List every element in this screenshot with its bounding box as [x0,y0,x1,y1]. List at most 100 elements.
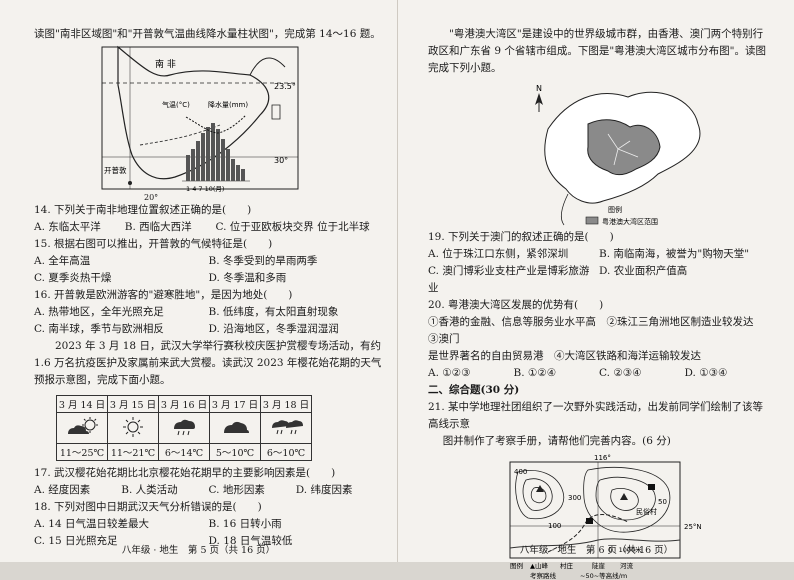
question-17: 17. 武汉樱花始花期比北京樱花始花期早的主要影响因素是( ) [34,467,336,479]
village-icon [648,484,655,490]
q19-option-c[interactable]: C. 澳门博彩业支柱产业是博彩旅游业 [428,265,590,294]
intro-19-20: "粤港澳大湾区"是建设中的世界级城市群，由香港、澳门两个特别行政区和广东省 9 … [428,28,767,74]
question-21: 21. 某中学地理社团组织了一次野外实践活动，出发前同学们绘制了该等高线示意 [428,401,764,430]
weather-date: 3 月 16 日 [158,395,210,413]
lat30-label: 30° [274,156,288,165]
lat-label: 25°N [684,523,702,531]
scale-bar: 0 1000米 [608,545,642,554]
map-legend: 图例 粤港澳大湾区范围 [585,205,658,226]
weather-date: 3 月 15 日 [107,395,159,413]
weather-date: 3 月 14 日 [56,395,108,413]
contour-map: 116° 400 100 300 50 民俗村 25°N [509,454,702,580]
contour-50: 50 [658,498,667,506]
q18-option-b[interactable]: B. 16 日转小雨 [208,518,282,530]
page-footer-left: 八年级 · 地生 第 5 页（共 16 页） [121,545,276,556]
svg-text:~50~等高线/m: ~50~等高线/m [580,571,627,580]
svg-text:陡崖: 陡崖 [592,561,606,570]
month-axis: 1 4 7 10(月) [186,185,224,193]
svg-text:图例: 图例 [608,205,622,214]
q20-option-c[interactable]: C. ②③④ [599,367,642,379]
q16-option-d[interactable]: D. 沿海地区，冬季湿润湿润 [208,323,339,335]
q18-option-d[interactable]: D. 18 日气温较低 [208,535,293,547]
tropic-label: 23.5° [274,82,296,91]
question-21-cont: 图并制作了考察手册，请帮他们完善内容。(6 分) [442,435,671,447]
question-18: 18. 下列对图中日期武汉天气分析错误的是( ) [34,501,262,513]
page-5: 读图"南非区域图"和"开普敦气温曲线降水量柱状图"，完成第 14～16 题。 南… [0,0,397,562]
q20-option-b[interactable]: B. ①②④ [513,367,557,379]
q15-options-1: A. 全年高温 B. 冬季受到的旱雨两季 [34,253,383,270]
q20-statement-2: 是世界著名的自由贸易港 ④大湾区铁路和海洋运输较发达 [428,350,701,362]
q20-statement-1: ①香港的金融、信息等服务业水平高 ②珠江三角洲地区制造业较发达 ③澳门 [428,316,764,345]
q17-option-d[interactable]: D. 纬度因素 [295,484,353,496]
precip-axis-label: 降水量(mm) [208,100,248,109]
contour-400: 400 [514,468,527,476]
q19-options-1: A. 位于珠江口东侧，紧邻深圳 B. 南临南海，被誉为"购物天堂" [428,246,770,263]
q16-option-c[interactable]: C. 南半球，季节与欧洲相反 [34,323,164,335]
q16-options-2: C. 南半球，季节与欧洲相反 D. 沿海地区，冬季湿润湿润 [34,321,383,338]
question-19: 19. 下列关于澳门的叙述正确的是( ) [428,231,614,243]
temp-axis-label: 气温(°C) [162,100,190,109]
page-6: "粤港澳大湾区"是建设中的世界级城市群，由香港、澳门两个特别行政区和广东省 9 … [397,0,794,580]
svg-text:▲山峰: ▲山峰 [530,561,548,570]
cloudy-icon [224,421,249,433]
svg-text:村庄: 村庄 [560,561,574,570]
q15-options-2: C. 夏季炎热干燥 D. 冬季温和多雨 [34,270,383,287]
q14-option-a[interactable]: A. 东临太平洋 [34,221,101,233]
weather-temp: 11～25℃ [56,443,108,461]
weather-date: 3 月 17 日 [209,395,261,413]
q16-option-b[interactable]: B. 低纬度，有太阳直射现象 [208,306,339,318]
intro-14-16: 读图"南非区域图"和"开普敦气温曲线降水量柱状图"，完成第 14～16 题。 [34,28,381,40]
contour-legend: 图例 ▲山峰 村庄 陡崖 河流 考察路线 ~50~等高线/m [510,561,634,580]
north-arrow-icon: N [535,84,543,112]
weather-temp: 6～14℃ [158,443,210,461]
section-heading: 二、综合题(30 分) [428,384,520,396]
lon20-label: 20° [144,193,159,202]
q15-option-b[interactable]: B. 冬季受到的旱雨两季 [208,255,318,267]
question-20: 20. 粤港澳大湾区发展的优势有( ) [428,299,604,311]
q15-option-d[interactable]: D. 冬季温和多雨 [208,272,287,284]
q14-option-c[interactable]: C. 位于亚欧板块交界 位于北半球 [215,221,370,233]
q19-options-2: C. 澳门博彩业支柱产业是博彩旅游业 D. 农业面积产值高 [428,263,770,297]
q15-option-c[interactable]: C. 夏季炎热干燥 [34,272,112,284]
rain-icon [272,419,303,434]
weather-temp: 11～21℃ [107,443,159,461]
q18-options-2: C. 15 日光照充足 D. 18 日气温较低 [34,533,383,550]
peak-icon [536,485,544,492]
weather-icon-cell [56,412,108,444]
q20-option-a[interactable]: A. ①②③ [428,367,471,379]
south-africa-map: 南 非 23.5° 30° 气温(°C) 降水量(mm) 开普敦 [101,45,299,193]
question-16: 16. 开普敦是欧洲游客的"避寒胜地"，是因为地处( ) [34,289,293,301]
weather-icon-cell [209,412,261,444]
svg-text:河流: 河流 [620,561,634,570]
svg-text:N: N [536,84,542,93]
q16-option-a[interactable]: A. 热带地区，全年光照充足 [34,306,164,318]
q17-options: A. 经度因素 B. 人类活动 C. 地形因素 D. 纬度因素 [34,482,383,499]
weather-icon-cell [158,412,210,444]
q14-option-b[interactable]: B. 西临大西洋 [124,221,192,233]
q17-option-a[interactable]: A. 经度因素 [34,484,91,496]
q17-option-b[interactable]: B. 人类活动 [121,484,178,496]
q18-option-a[interactable]: A. 14 日气温日较差最大 [34,518,149,530]
q18-option-c[interactable]: C. 15 日光照充足 [34,535,118,547]
weather-temp: 6～10℃ [260,443,312,461]
peak-icon [620,493,628,500]
svg-text:考察路线: 考察路线 [530,571,557,580]
q17-option-c[interactable]: C. 地形因素 [208,484,265,496]
greater-bay-area-map: N 图例 粤港澳大湾区范围 [535,84,701,226]
q14-options: A. 东临太平洋 B. 西临大西洋 C. 位于亚欧板块交界 位于北半球 [34,219,383,236]
lon-label: 116° [594,454,611,462]
question-15: 15. 根据右图可以推出，开普敦的气候特征是( ) [34,238,273,250]
question-14: 14. 下列关于南非地理位置叙述正确的是( ) [34,204,252,216]
sunny-icon [123,416,143,437]
q15-option-a[interactable]: A. 全年高温 [34,255,91,267]
q19-option-a[interactable]: A. 位于珠江口东侧，紧邻深圳 [428,248,569,260]
weather-temp: 5～10℃ [209,443,261,461]
svg-text:图例: 图例 [510,561,523,570]
q19-option-d[interactable]: D. 农业面积产值高 [599,265,688,277]
paragraph-17-18: 2023 年 3 月 18 日，武汉大学举行赛秋校庆医护赏樱专场活动，有约 1.… [34,340,382,386]
climate-chart: 1 4 7 10(月) [182,114,250,193]
q19-option-b[interactable]: B. 南临南海，被誉为"购物天堂" [599,248,750,260]
q20-option-d[interactable]: D. ①③④ [684,367,728,379]
rain-icon [174,419,195,435]
